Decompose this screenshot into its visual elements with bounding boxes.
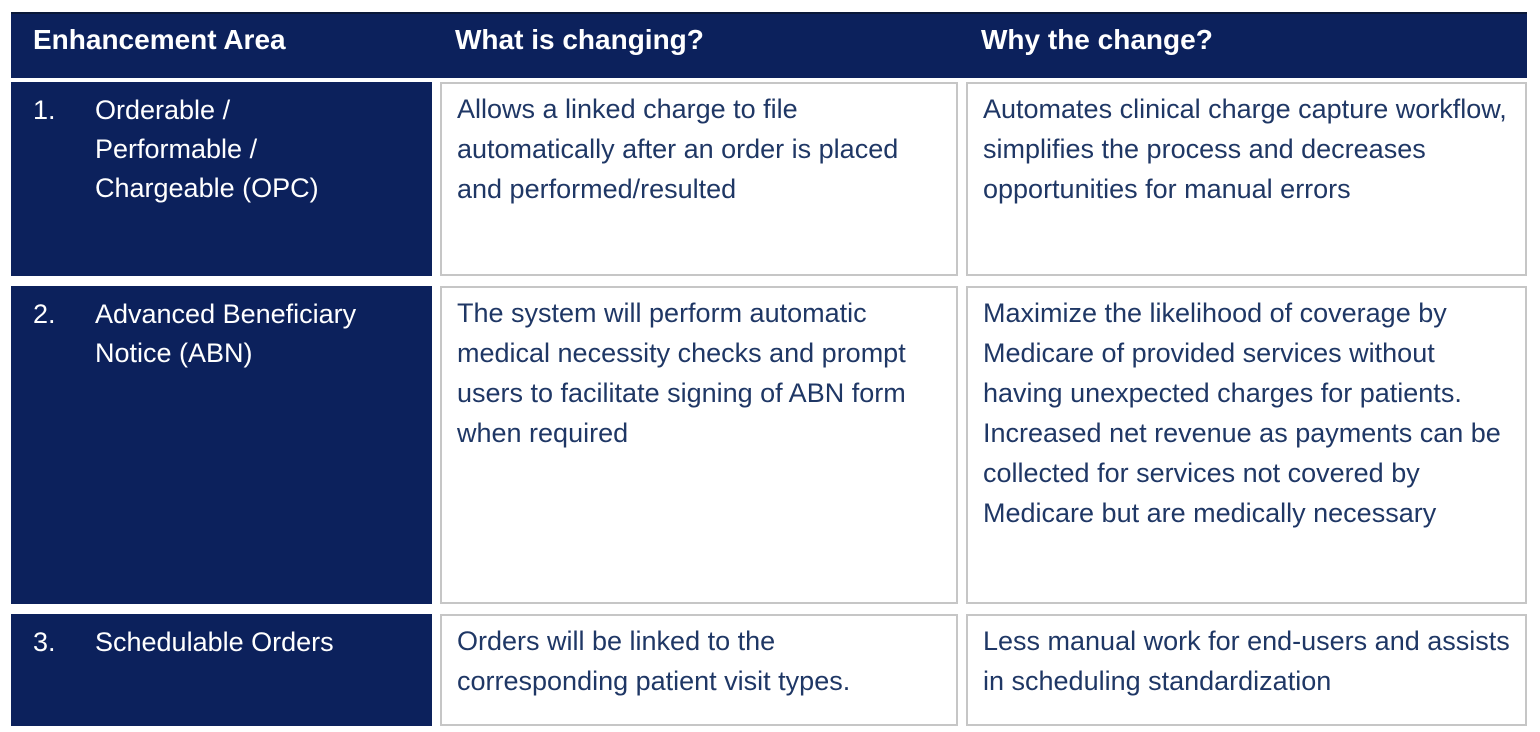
why-the-change-cell: Maximize the likelihood of coverage by M… (966, 286, 1527, 604)
table-row: 3. Schedulable Orders Orders will be lin… (11, 614, 1527, 726)
enhancement-area-label: Orderable / Performable / Chargeable (OP… (95, 95, 319, 204)
what-is-changing-cell: The system will perform automatic medica… (440, 286, 958, 604)
column-header-enhancement-area: Enhancement Area (33, 24, 286, 55)
enhancement-area-label: Schedulable Orders (95, 627, 334, 657)
what-is-changing-cell: Allows a linked charge to file automatic… (440, 82, 958, 276)
table-header-row: Enhancement Area What is changing? Why t… (11, 12, 1527, 78)
what-is-changing-cell: Orders will be linked to the correspondi… (440, 614, 958, 726)
column-header-why-the-change: Why the change? (981, 24, 1213, 55)
column-header-what-is-changing: What is changing? (455, 24, 704, 55)
row-label-cell-abn: 2. Advanced Beneficiary Notice (ABN) (11, 286, 432, 604)
row-number: 2. (33, 299, 56, 329)
row-label-cell-schedulable-orders: 3. Schedulable Orders (11, 614, 432, 726)
row-number: 3. (33, 627, 56, 657)
enhancement-area-label: Advanced Beneficiary Notice (ABN) (95, 299, 357, 369)
why-the-change-cell: Less manual work for end-users and assis… (966, 614, 1527, 726)
row-number: 1. (33, 95, 56, 125)
table-row: 2. Advanced Beneficiary Notice (ABN) The… (11, 286, 1527, 604)
row-label-cell-opc: 1. Orderable / Performable / Chargeable … (11, 82, 432, 276)
why-the-change-cell: Automates clinical charge capture workfl… (966, 82, 1527, 276)
table-row: 1. Orderable / Performable / Chargeable … (11, 82, 1527, 276)
enhancement-table: Enhancement Area What is changing? Why t… (11, 12, 1527, 726)
